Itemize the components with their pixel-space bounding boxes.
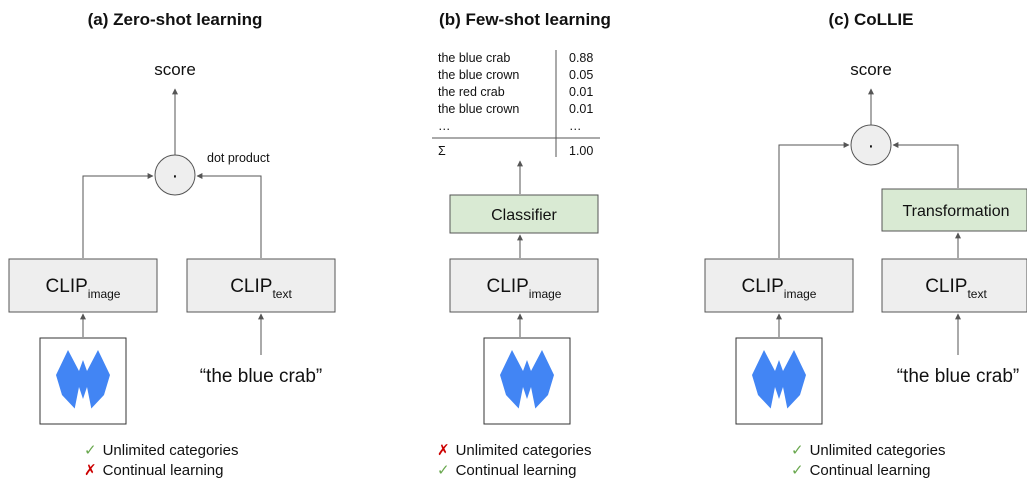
table-label: … <box>438 119 451 133</box>
panel-b-title: (b) Few-shot learning <box>439 10 611 29</box>
feature-mark: ✗ <box>84 462 97 479</box>
panel-c-query-text: “the blue crab” <box>897 366 1020 387</box>
panel-a-query-text: “the blue crab” <box>200 366 323 387</box>
panel-b-feature-1: ✗Unlimited categories <box>437 442 591 459</box>
table-value: 0.88 <box>569 51 593 65</box>
panel-b-classifier-label: Classifier <box>491 207 557 224</box>
panel-a-title: (a) Zero-shot learning <box>88 10 263 29</box>
panel-c-transform-to-dot-arrow <box>892 142 959 188</box>
table-label: the blue crown <box>438 68 519 82</box>
table-sum-label: Σ <box>438 144 446 158</box>
feature-mark: ✓ <box>791 462 804 479</box>
feature-mark: ✓ <box>84 442 97 459</box>
table-label: the blue crown <box>438 102 519 116</box>
panel-c-feature-2: ✓Continual learning <box>791 462 931 479</box>
panel-a-clip-image-label: CLIPimage <box>46 276 121 301</box>
panel-a-dot-product-node <box>154 154 196 196</box>
panel-a-image-to-dot-arrow <box>82 173 154 258</box>
panel-collie: (c) CoLLIE score · Transformation CLIPim… <box>704 10 1027 479</box>
panel-c-image-to-dot-arrow <box>778 142 850 258</box>
panel-c-feature-1: ✓Unlimited categories <box>791 442 945 459</box>
panel-c-score-label: score <box>850 60 892 79</box>
panel-a-clip-image-box <box>8 258 158 313</box>
panel-a-clip-text-box <box>186 258 336 313</box>
panel-b-feature-2: ✓Continual learning <box>437 462 577 479</box>
panel-a-dot-operator: · <box>172 165 179 187</box>
table-sum-value: 1.00 <box>569 144 593 158</box>
table-label: the red crab <box>438 85 505 99</box>
table-value: 0.01 <box>569 85 593 99</box>
panel-a-score-label: score <box>154 60 196 79</box>
panel-c-dot-product-node <box>850 124 892 166</box>
feature-mark: ✗ <box>437 442 450 459</box>
panel-c-clip-text-box <box>881 258 1027 313</box>
panel-c-clip-image-box <box>704 258 854 313</box>
panel-b-classifier-box <box>449 194 599 234</box>
panel-c-title: (c) CoLLIE <box>829 10 914 29</box>
panel-c-dot-operator: · <box>868 135 875 157</box>
panel-c-transformation-box <box>881 188 1027 232</box>
panel-few-shot: (b) Few-shot learning the blue crab 0.88… <box>432 10 611 479</box>
panel-a-text-to-dot-arrow <box>196 173 262 258</box>
feature-mark: ✓ <box>437 462 450 479</box>
panel-b-clip-image-box <box>449 258 599 313</box>
panel-zero-shot: (a) Zero-shot learning score · dot produ… <box>8 10 336 479</box>
panel-a-feature-2: ✗Continual learning <box>84 462 224 479</box>
panel-a-clip-text-label: CLIPtext <box>230 276 292 301</box>
panel-a-dot-product-label: dot product <box>207 151 270 165</box>
feature-mark: ✓ <box>791 442 804 459</box>
panel-c-clip-text-label: CLIPtext <box>925 276 987 301</box>
panel-b-clip-image-label: CLIPimage <box>487 276 562 301</box>
panel-c-clip-image-label: CLIPimage <box>742 276 817 301</box>
table-value: 0.01 <box>569 102 593 116</box>
panel-c-transformation-label: Transformation <box>903 203 1010 220</box>
table-value: 0.05 <box>569 68 593 82</box>
panel-b-probability-table: the blue crab 0.88 the blue crown 0.05 t… <box>432 50 600 158</box>
panel-a-feature-1: ✓Unlimited categories <box>84 442 238 459</box>
table-label: the blue crab <box>438 51 510 65</box>
table-value: … <box>569 119 582 133</box>
